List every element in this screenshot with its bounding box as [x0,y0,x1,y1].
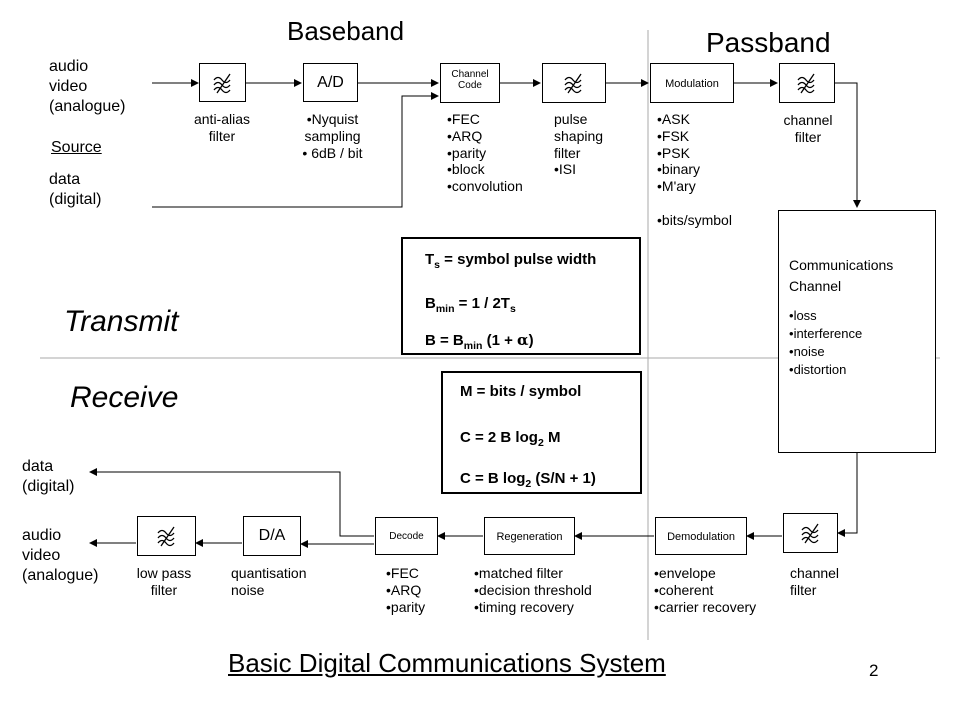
nyquist-capacity-formula: C = 2 B log2 M [460,429,561,449]
modulation-block: Modulation [650,63,734,103]
modulation-notes: ASKFSKPSKbinaryM'ary bits/symbol [657,111,732,229]
channel-code-notes: FECARQparityblockconvolution [447,111,523,195]
bmin-formula: Bmin = 1 / 2Ts [425,295,516,315]
decode-notes: FECARQparity [386,565,425,615]
receive-heading: Receive [70,381,179,414]
symbol-width-formula: Ts = symbol pulse width [425,251,597,271]
low-pass-filter-block [137,516,196,556]
source-label: Source [51,139,102,156]
page-number: 2 [869,661,879,680]
filter-tilde-icon [564,73,582,94]
pulse-shaping-filter-block [542,63,606,103]
passband-heading: Passband [706,27,831,58]
adc-block: A/D [303,63,358,102]
filter-tilde-icon [797,73,815,94]
transmit-heading: Transmit [64,305,179,338]
source-digital: data(digital) [49,171,102,208]
demodulation-block: Demodulation [655,517,747,555]
regeneration-notes: matched filterdecision thresholdtiming r… [474,565,592,615]
page-title: Basic Digital Communications System [228,648,666,678]
filter-tilde-icon [801,523,819,544]
baseband-heading: Baseband [287,16,405,46]
bandwidth-formula-box: Ts = symbol pulse width Bmin = 1 / 2Ts B… [401,237,641,355]
capacity-formula-box: M = bits / symbol C = 2 B log2 M C = B l… [441,371,642,494]
decode-block: Decode [375,517,438,555]
dac-block: D/A [243,516,301,556]
sink-digital: data(digital) [22,458,75,495]
tx-channel-filter-block [779,63,835,103]
regeneration-block: Regeneration [484,517,575,555]
filter-tilde-icon [157,526,175,547]
filter-tilde-icon [213,73,231,94]
anti-alias-filter-block [199,63,246,102]
rx-channel-filter-block [783,513,838,553]
shannon-capacity-formula: C = B log2 (S/N + 1) [460,470,596,490]
demodulation-notes: envelopecoherentcarrier recovery [654,565,756,615]
bits-per-symbol-formula: M = bits / symbol [460,383,582,400]
bandwidth-formula: B = Bmin (1 + α) [425,331,534,352]
channel-notes: lossinterferencenoisedistortion [789,307,935,379]
